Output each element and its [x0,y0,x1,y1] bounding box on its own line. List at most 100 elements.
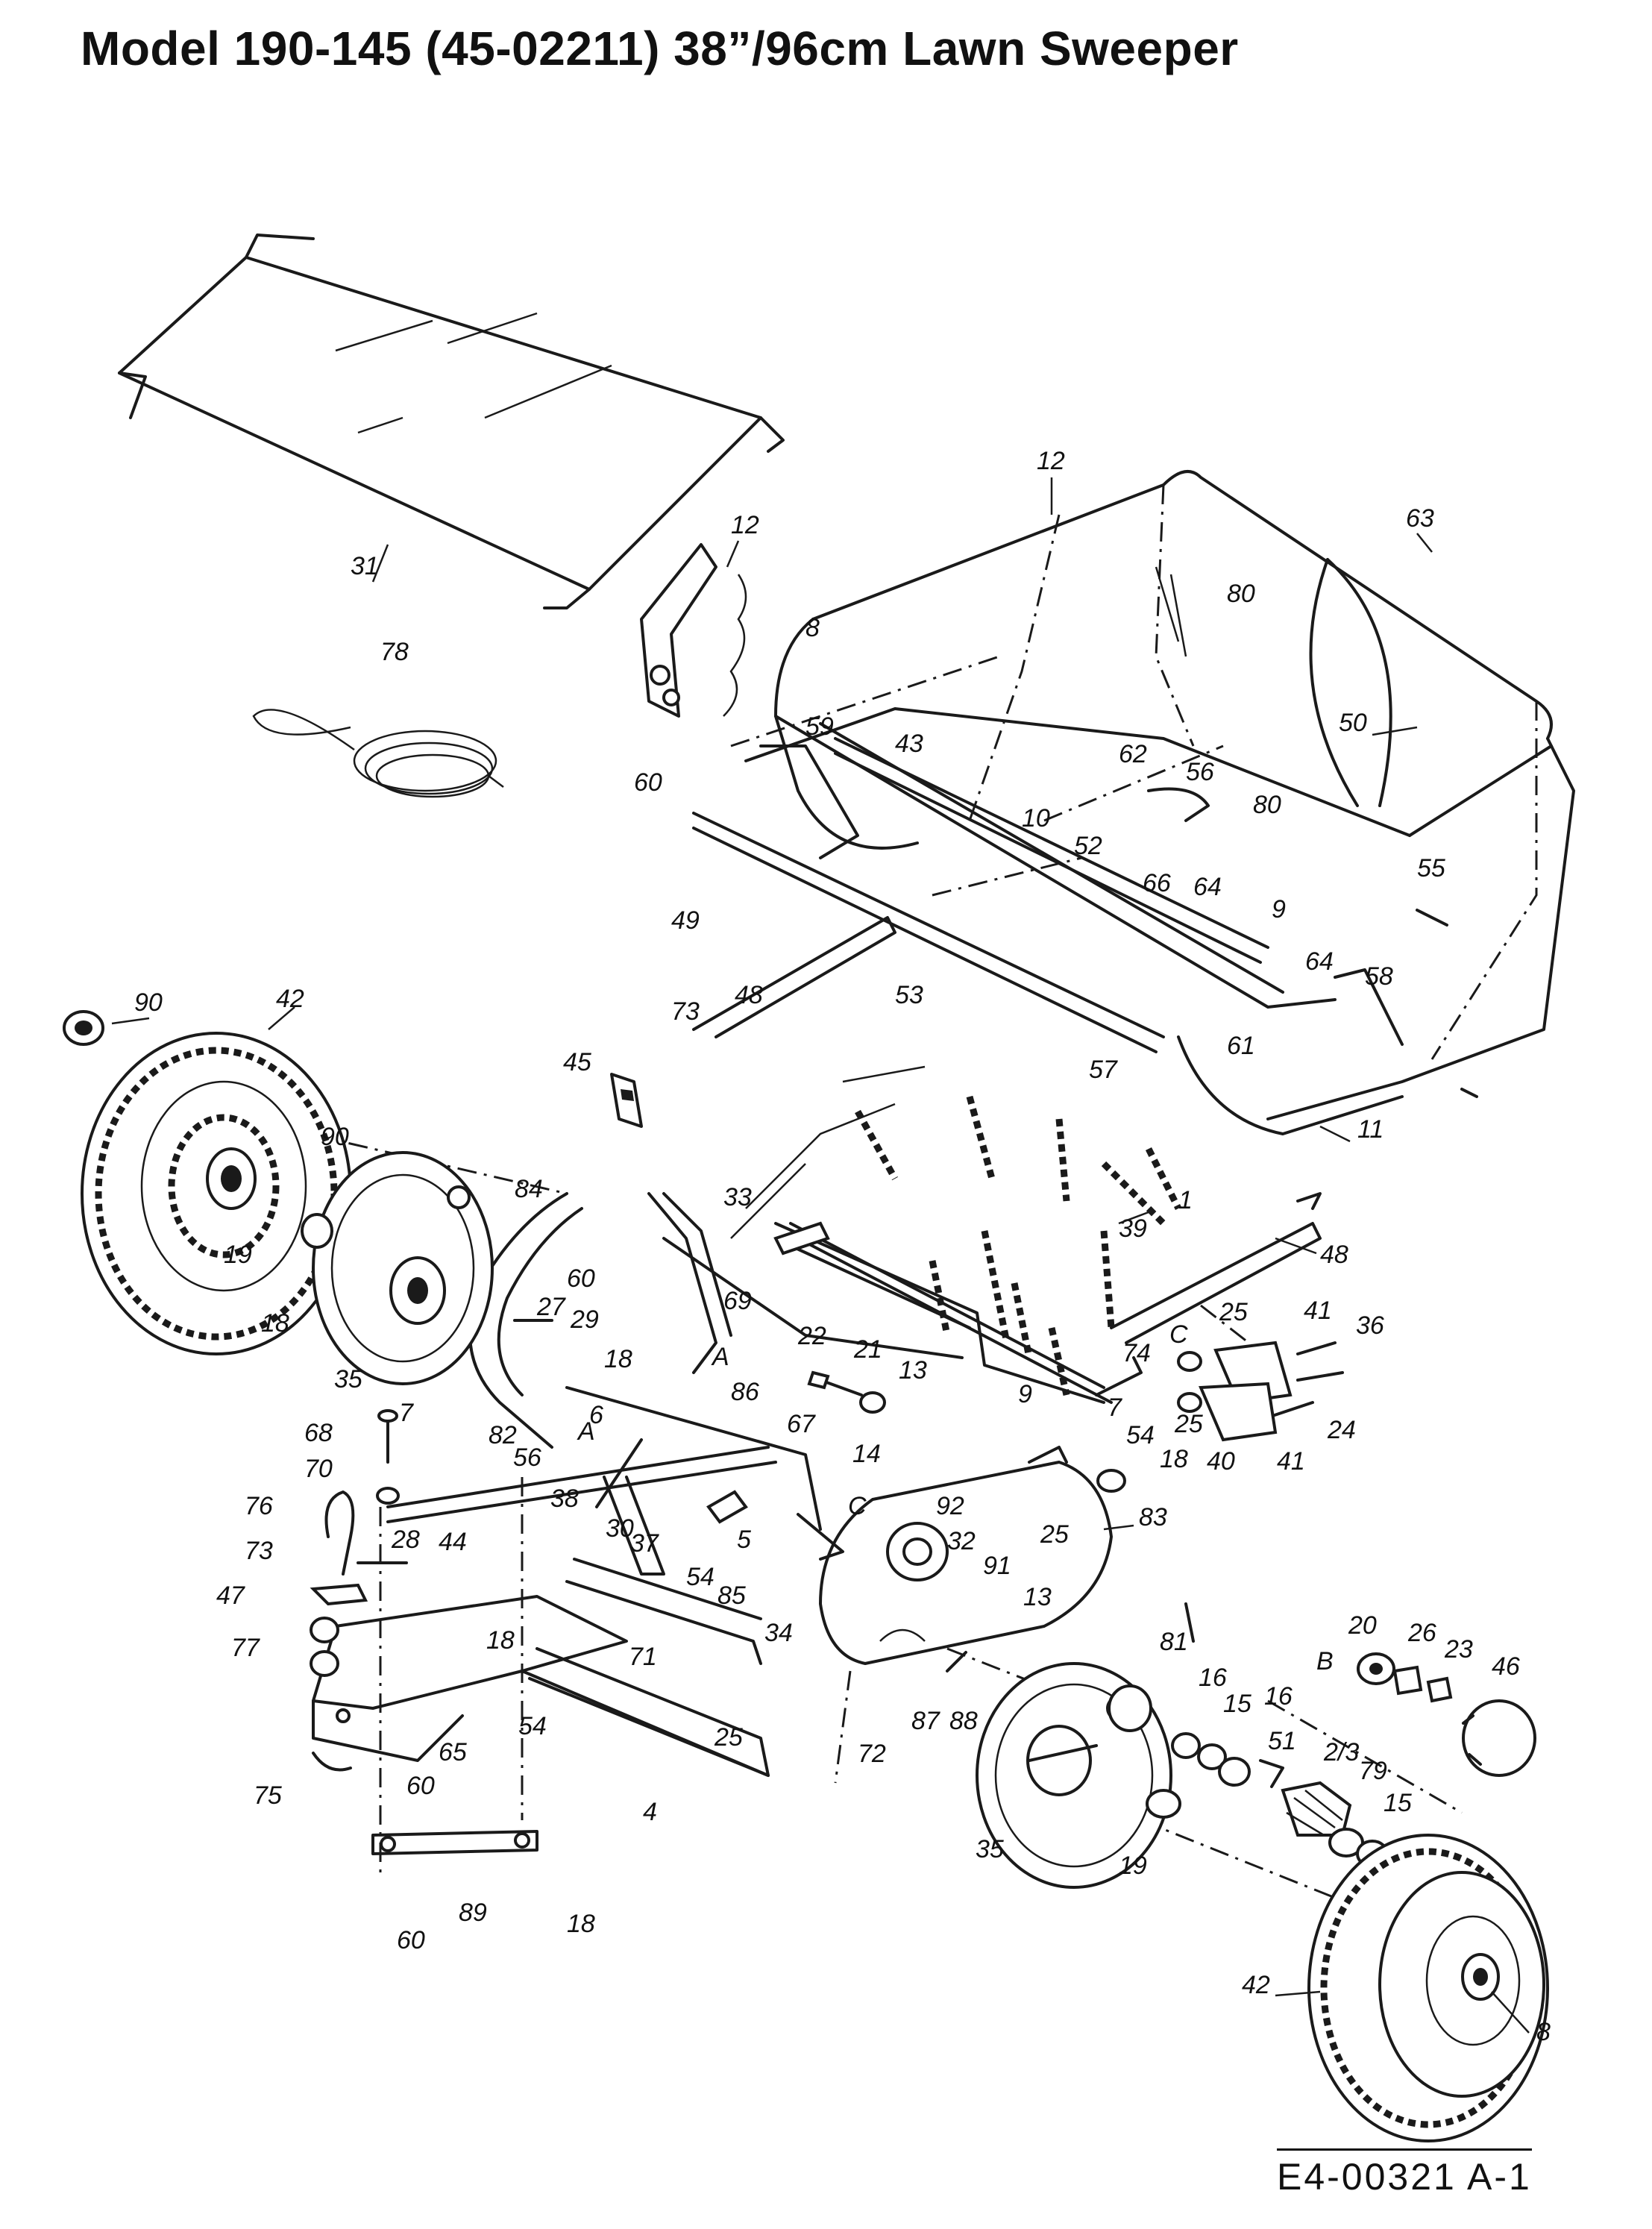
callout: 25 [714,1723,743,1752]
callout: 78 [380,638,409,666]
callout: 28 [391,1526,420,1554]
callout: 8 [805,614,820,642]
callout: 10 [1022,804,1050,833]
callout: 13 [1023,1583,1052,1611]
callout: 13 [899,1356,927,1385]
callout: 19 [224,1241,252,1269]
rear-bars [692,737,1269,1053]
callout: 36 [1356,1311,1384,1340]
callout: 11 [1357,1115,1384,1144]
callout: 32 [947,1527,976,1555]
callout: 48 [1320,1241,1348,1269]
callout: 27 [536,1293,566,1321]
callout: 9 [1018,1380,1032,1408]
callout: 6 [589,1401,603,1429]
side-housing [819,1461,1113,1665]
callout: 9 [1272,895,1286,924]
callout: 62 [1119,740,1147,768]
callout: 88 [949,1707,978,1735]
side-bracket [640,543,747,718]
callout: 67 [787,1410,816,1438]
callout: 52 [1074,832,1102,860]
callout: 15 [1223,1690,1251,1718]
callout: 45 [563,1048,591,1076]
callout: 41 [1277,1447,1305,1476]
callout: 66 [1143,869,1171,897]
callout: 31 [351,552,379,580]
callout: 18 [261,1309,289,1338]
callout: 7 [1108,1393,1122,1422]
callout: 12 [1037,447,1065,475]
callout: 44 [439,1528,467,1556]
callout: 40 [1207,1447,1235,1476]
callout: 79 [1359,1757,1387,1785]
callout-labels: 12 63 31 12 78 80 8 59 43 50 60 62 56 80… [134,447,1551,2046]
callout: 18 [567,1910,595,1938]
callout: 26 [1407,1619,1436,1647]
callout: 90 [321,1123,349,1151]
callout: 18 [604,1345,632,1373]
callout: 55 [1417,854,1445,882]
callout: 47 [216,1581,245,1610]
callout: 46 [1492,1652,1520,1681]
callout: 60 [397,1926,425,1954]
callout: 53 [895,981,923,1009]
callout: 16 [1264,1682,1293,1711]
callout: 86 [731,1378,759,1406]
right-wheel [1307,1834,1549,2142]
callout: 83 [1139,1503,1167,1532]
handle-bars [386,916,1322,1665]
callout: 22 [797,1322,826,1350]
callout: 50 [1339,709,1367,737]
mounting-plate [312,1595,628,1762]
callout: B [1316,1647,1334,1675]
callout: 35 [976,1835,1004,1863]
callout: 60 [567,1264,595,1293]
callout: 35 [334,1365,362,1393]
brush-assembly [730,1065,1182,1404]
callout: 19 [1119,1852,1147,1880]
leader-lines [111,477,1530,2034]
drawing-code: E4-00321 A-1 [1277,2148,1532,2198]
callout: 70 [304,1455,333,1483]
callout: 41 [1304,1297,1332,1325]
small-parts [310,787,1478,1772]
callout: 63 [1406,504,1434,533]
callout: 80 [1227,580,1255,608]
callout: 39 [1119,1214,1147,1243]
coil-spring [252,709,504,798]
callout: 18 [486,1626,515,1655]
callout: 56 [1186,758,1214,786]
left-hub [301,1151,494,1385]
callout: 25 [1174,1410,1203,1438]
axle-hardware [1357,1652,1536,1777]
callout: 75 [254,1781,282,1810]
callout: 24 [1327,1416,1356,1444]
callout: 60 [634,768,662,797]
callout: 74 [1122,1339,1151,1367]
callout: 54 [518,1712,547,1740]
callout: 8 [1536,2018,1551,2046]
callout: 38 [550,1485,579,1513]
callout: 7 [399,1399,414,1427]
left-wheel [81,1032,352,1355]
callout: 20 [1348,1611,1377,1640]
callout: 89 [459,1899,487,1927]
callout: 43 [895,730,923,758]
callout: 72 [858,1740,886,1768]
callout: 49 [671,906,700,935]
catcher-cover [118,233,785,609]
callout: 64 [1193,873,1222,901]
callout: 34 [764,1619,793,1647]
callout: 58 [1365,962,1393,991]
callout: C [1169,1320,1188,1349]
callout: 25 [1219,1298,1248,1326]
callout: 84 [515,1175,543,1203]
callout: 33 [723,1183,752,1211]
callout: 87 [911,1707,940,1735]
callout: 4 [643,1798,657,1826]
callout: A [711,1343,729,1371]
hopper-frame [744,470,1575,1135]
callout: 60 [406,1772,435,1800]
